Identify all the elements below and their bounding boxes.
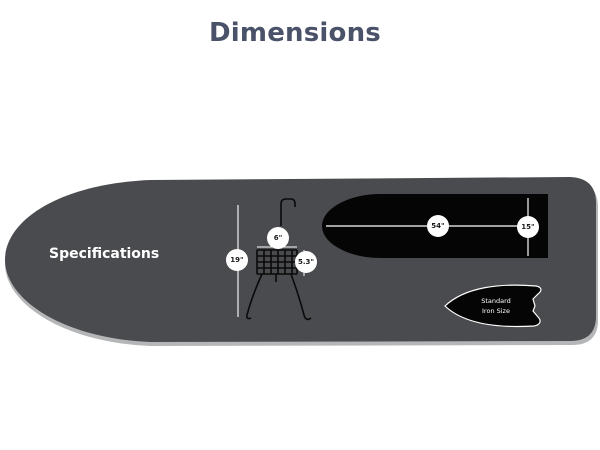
basket-width-badge: 6" xyxy=(267,227,289,249)
iron-size-label: Standard Iron Size xyxy=(456,296,536,316)
iron-shape xyxy=(444,284,542,328)
cover-length-badge: 54" xyxy=(427,215,449,237)
specifications-label: Specifications xyxy=(49,246,160,262)
iron-size-line1: Standard xyxy=(481,297,511,305)
page-title: Dimensions xyxy=(209,18,381,48)
rack-height-badge: 19" xyxy=(226,249,248,271)
basket-depth-badge: 5.3" xyxy=(295,251,317,273)
iron-size-line2: Iron Size xyxy=(482,307,510,315)
cover-width-badge: 15" xyxy=(517,216,539,238)
